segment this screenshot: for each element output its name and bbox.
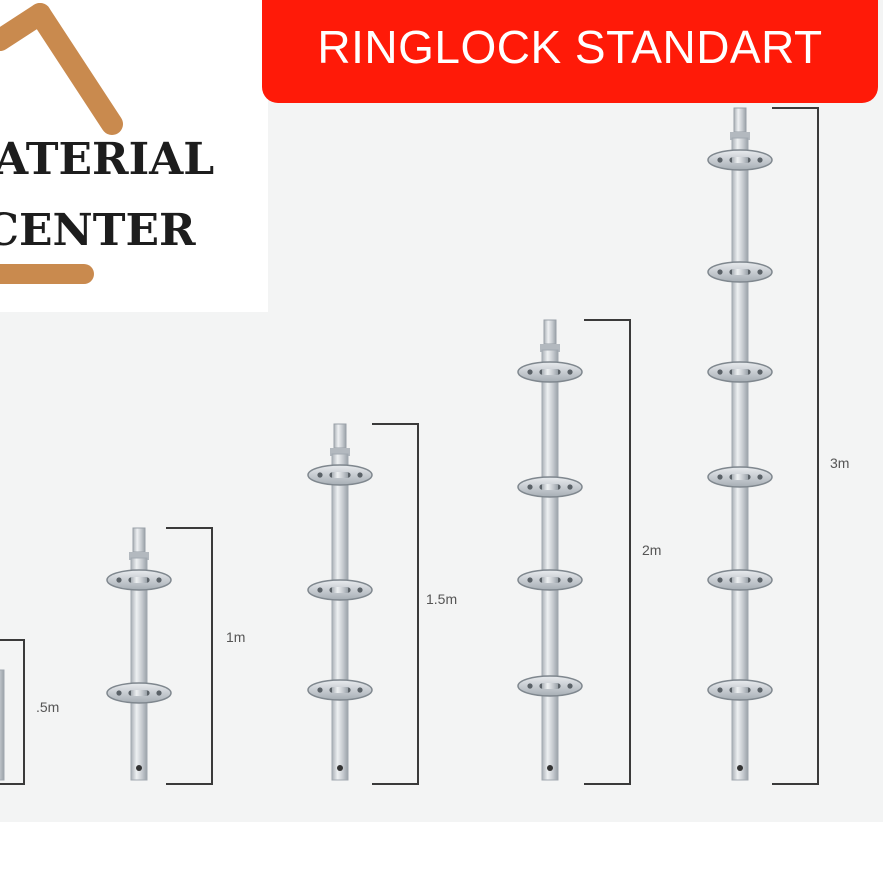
pin-hole [337,765,343,771]
rosette-hole [757,687,763,693]
pipe-segment [732,577,748,583]
pipe [130,557,148,781]
spigot [132,527,146,553]
rosette-hole [567,484,573,490]
pipe-segment [732,369,748,375]
rosette-hole [357,687,363,693]
spigot-collar [540,344,560,352]
dimension-bracket [772,107,819,785]
rosette-hole [317,687,323,693]
bottom-strip [0,822,883,883]
pin-hole [547,765,553,771]
rosette-hole [527,577,533,583]
rosette-hole [717,577,723,583]
rosette-hole [156,690,162,696]
pipe-segment [332,687,348,693]
pipe-segment [542,683,558,689]
spigot-collar [129,552,149,560]
rosette-hole [757,577,763,583]
rosette-hole [717,474,723,480]
rosette-hole [757,157,763,163]
rosette-hole [357,587,363,593]
height-label: 3m [830,455,849,471]
banner-title: RINGLOCK STANDART [317,20,823,73]
pipe-segment [732,269,748,275]
rosette-hole [357,472,363,478]
pipe-segment [732,474,748,480]
pipe-segment [542,369,558,375]
rosette-hole [717,687,723,693]
pin-hole [737,765,743,771]
pin-hole [136,765,142,771]
height-label: 1.5m [426,591,457,607]
spigot-collar [330,448,350,456]
rosette-hole [567,369,573,375]
spigot-collar [730,132,750,140]
pipe-segment [131,577,147,583]
pipe-segment [542,577,558,583]
pipe [0,669,5,781]
rosette-hole [567,683,573,689]
company-logo: ATERIAL CENTER [0,0,268,312]
roof-logo-icon [0,3,123,284]
pipe-segment [332,587,348,593]
dimension-bracket [372,423,419,785]
logo-text-line1: ATERIAL [0,134,215,185]
dimension-bracket [0,639,25,785]
title-banner: RINGLOCK STANDART [262,0,878,103]
standard-1m: 1m [106,527,245,785]
rosette-hole [757,369,763,375]
rosette-hole [527,369,533,375]
pipe-segment [131,690,147,696]
logo-text-line2: CENTER [0,205,196,256]
rosette-hole [717,157,723,163]
height-label: .5m [36,699,59,715]
pipe-segment [732,687,748,693]
rosette-hole [156,577,162,583]
standard-2m: 2m [517,319,661,785]
standard--5m: .5m [0,639,59,785]
ringlock-standards-diagram: .5m 1m 1.5m 2m 3m [0,107,849,785]
rosette-hole [717,269,723,275]
rosette-hole [527,484,533,490]
rosette-hole [317,587,323,593]
rosette-hole [317,472,323,478]
pipe [731,137,749,781]
height-label: 1m [226,629,245,645]
dimension-bracket [166,527,213,785]
dimension-bracket [584,319,631,785]
rosette-hole [757,474,763,480]
spigot [733,107,747,133]
standard-1-5m: 1.5m [307,423,457,785]
pipe [331,453,349,781]
height-label: 2m [642,542,661,558]
rosette-hole [527,683,533,689]
pipe-segment [332,472,348,478]
spigot [333,423,347,449]
rosette-hole [116,690,122,696]
pipe-segment [732,157,748,163]
rosette-hole [717,369,723,375]
pipe [541,349,559,781]
pipe-segment [542,484,558,490]
spigot [543,319,557,345]
standard-3m: 3m [707,107,849,785]
rosette-hole [567,577,573,583]
rosette-hole [116,577,122,583]
rosette-hole [757,269,763,275]
